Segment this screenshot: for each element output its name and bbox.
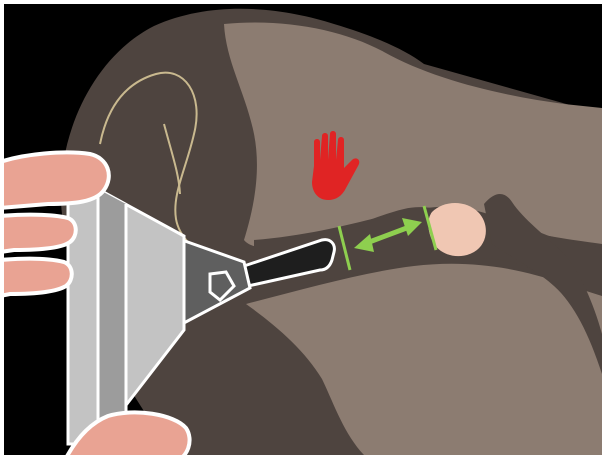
ear-otoscope-diagram [4, 4, 602, 455]
hand-finger-middle [4, 215, 76, 252]
hand-finger-top [4, 152, 109, 208]
otoscope-body-shade [96, 188, 126, 444]
